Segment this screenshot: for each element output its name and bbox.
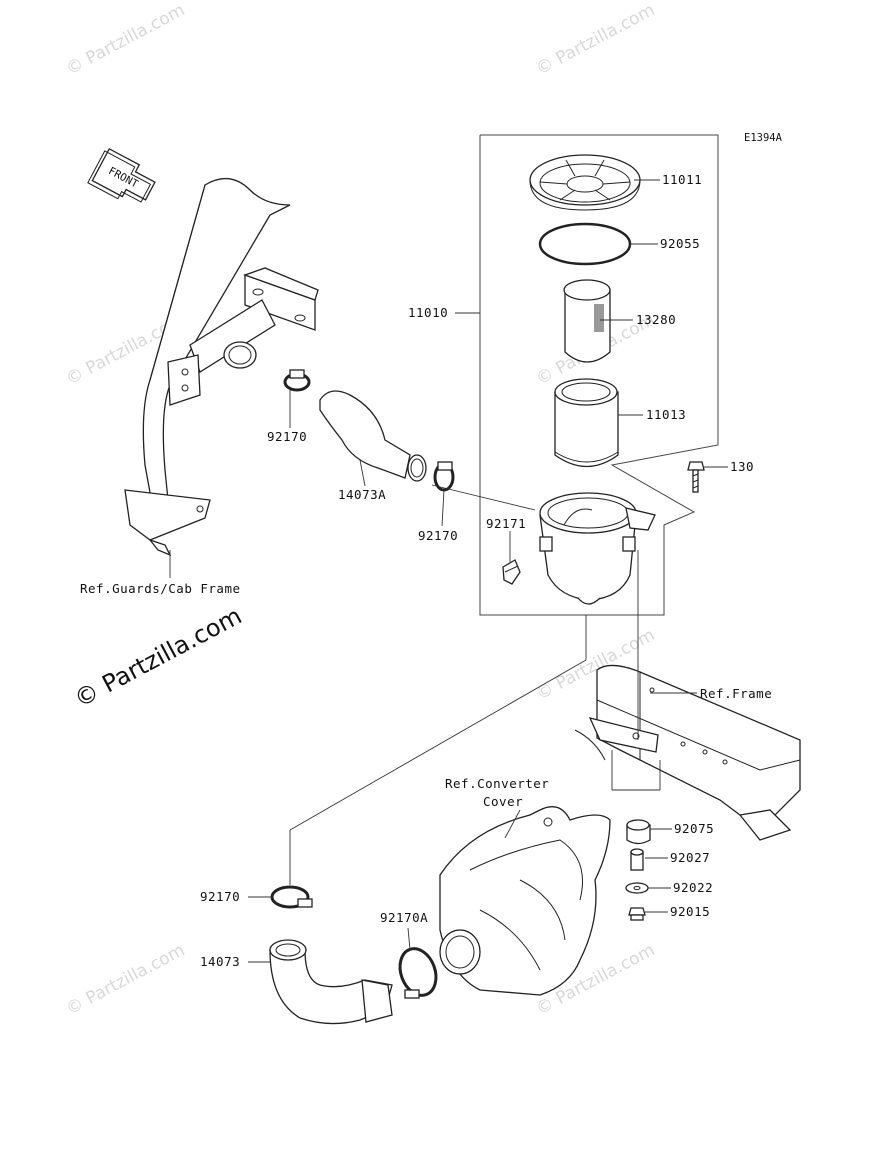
label-ref-converter-1: Ref.Converter <box>445 776 549 791</box>
watermark-1: © Partzilla.com <box>63 0 188 79</box>
label-92022: 92022 <box>673 880 713 895</box>
part-92022-washer <box>625 882 649 894</box>
part-92171-clip <box>502 559 521 585</box>
converter-cover <box>439 806 611 996</box>
label-92075: 92075 <box>674 821 714 836</box>
part-14073A-duct <box>319 390 427 482</box>
part-11011-cover <box>529 154 641 211</box>
watermark-2: © Partzilla.com <box>533 0 658 79</box>
label-13280: 13280 <box>636 312 676 327</box>
front-arrow-icon: FRONT <box>87 147 156 203</box>
label-ref-guards: Ref.Guards/Cab Frame <box>80 581 241 596</box>
part-13280-prefilter <box>563 279 611 363</box>
label-11011: 11011 <box>662 172 702 187</box>
label-14073: 14073 <box>200 954 240 969</box>
guards-cab-frame <box>124 178 319 557</box>
label-92170-low: 92170 <box>200 889 240 904</box>
label-92171: 92171 <box>486 516 526 531</box>
label-92055: 92055 <box>660 236 700 251</box>
label-92170-top: 92170 <box>267 429 307 444</box>
watermark-main: © Partzilla.com <box>70 602 247 714</box>
label-92170-mid: 92170 <box>418 528 458 543</box>
label-11013: 11013 <box>646 407 686 422</box>
part-92027-collar <box>630 848 644 871</box>
diagram-code: E1394A <box>744 132 783 144</box>
watermark-6: © Partzilla.com <box>63 940 188 1019</box>
part-130-bolt <box>687 461 705 493</box>
part-92170-clamp-top <box>283 369 311 392</box>
label-130: 130 <box>730 459 754 474</box>
label-92170A: 92170A <box>380 910 428 925</box>
part-92170A-clamp <box>398 947 438 999</box>
part-92170-clamp-mid <box>433 461 455 492</box>
guide-lines <box>289 484 661 885</box>
assembly-box-11010 <box>479 134 719 616</box>
label-92015: 92015 <box>670 904 710 919</box>
leader-lines <box>169 179 728 963</box>
label-11010: 11010 <box>408 305 448 320</box>
part-92170-clamp-low <box>270 885 313 909</box>
part-11013-element <box>554 378 619 468</box>
label-ref-frame: Ref.Frame <box>700 686 772 701</box>
label-92027: 92027 <box>670 850 710 865</box>
vehicle-frame <box>574 664 801 841</box>
air-cleaner-housing <box>539 492 656 605</box>
part-labels: 11011 92055 13280 11010 11013 130 92170 … <box>80 172 772 969</box>
part-92055-oring <box>538 222 632 266</box>
part-92015-nut <box>628 907 646 921</box>
label-14073A: 14073A <box>338 487 386 502</box>
label-ref-converter-2: Cover <box>483 794 523 809</box>
part-92075-mount <box>626 819 651 845</box>
part-14073-duct <box>269 939 393 1025</box>
